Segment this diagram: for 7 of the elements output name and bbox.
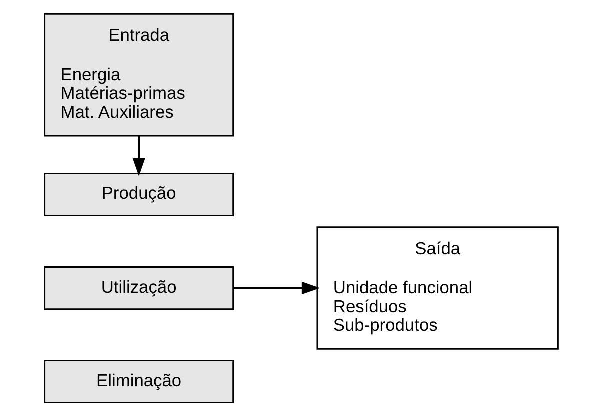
node-box: Utilização: [44, 266, 234, 310]
node-box: Saída Unidade funcional Resíduos Sub-produtos: [316, 226, 559, 350]
node-box: Entrada Energia Matérias-primas Mat. Auxiliares: [44, 13, 234, 137]
arrow: [132, 136, 146, 176]
arrow: [234, 282, 320, 295]
node-box: Produção: [44, 172, 234, 216]
node-box: Eliminação: [44, 360, 234, 404]
